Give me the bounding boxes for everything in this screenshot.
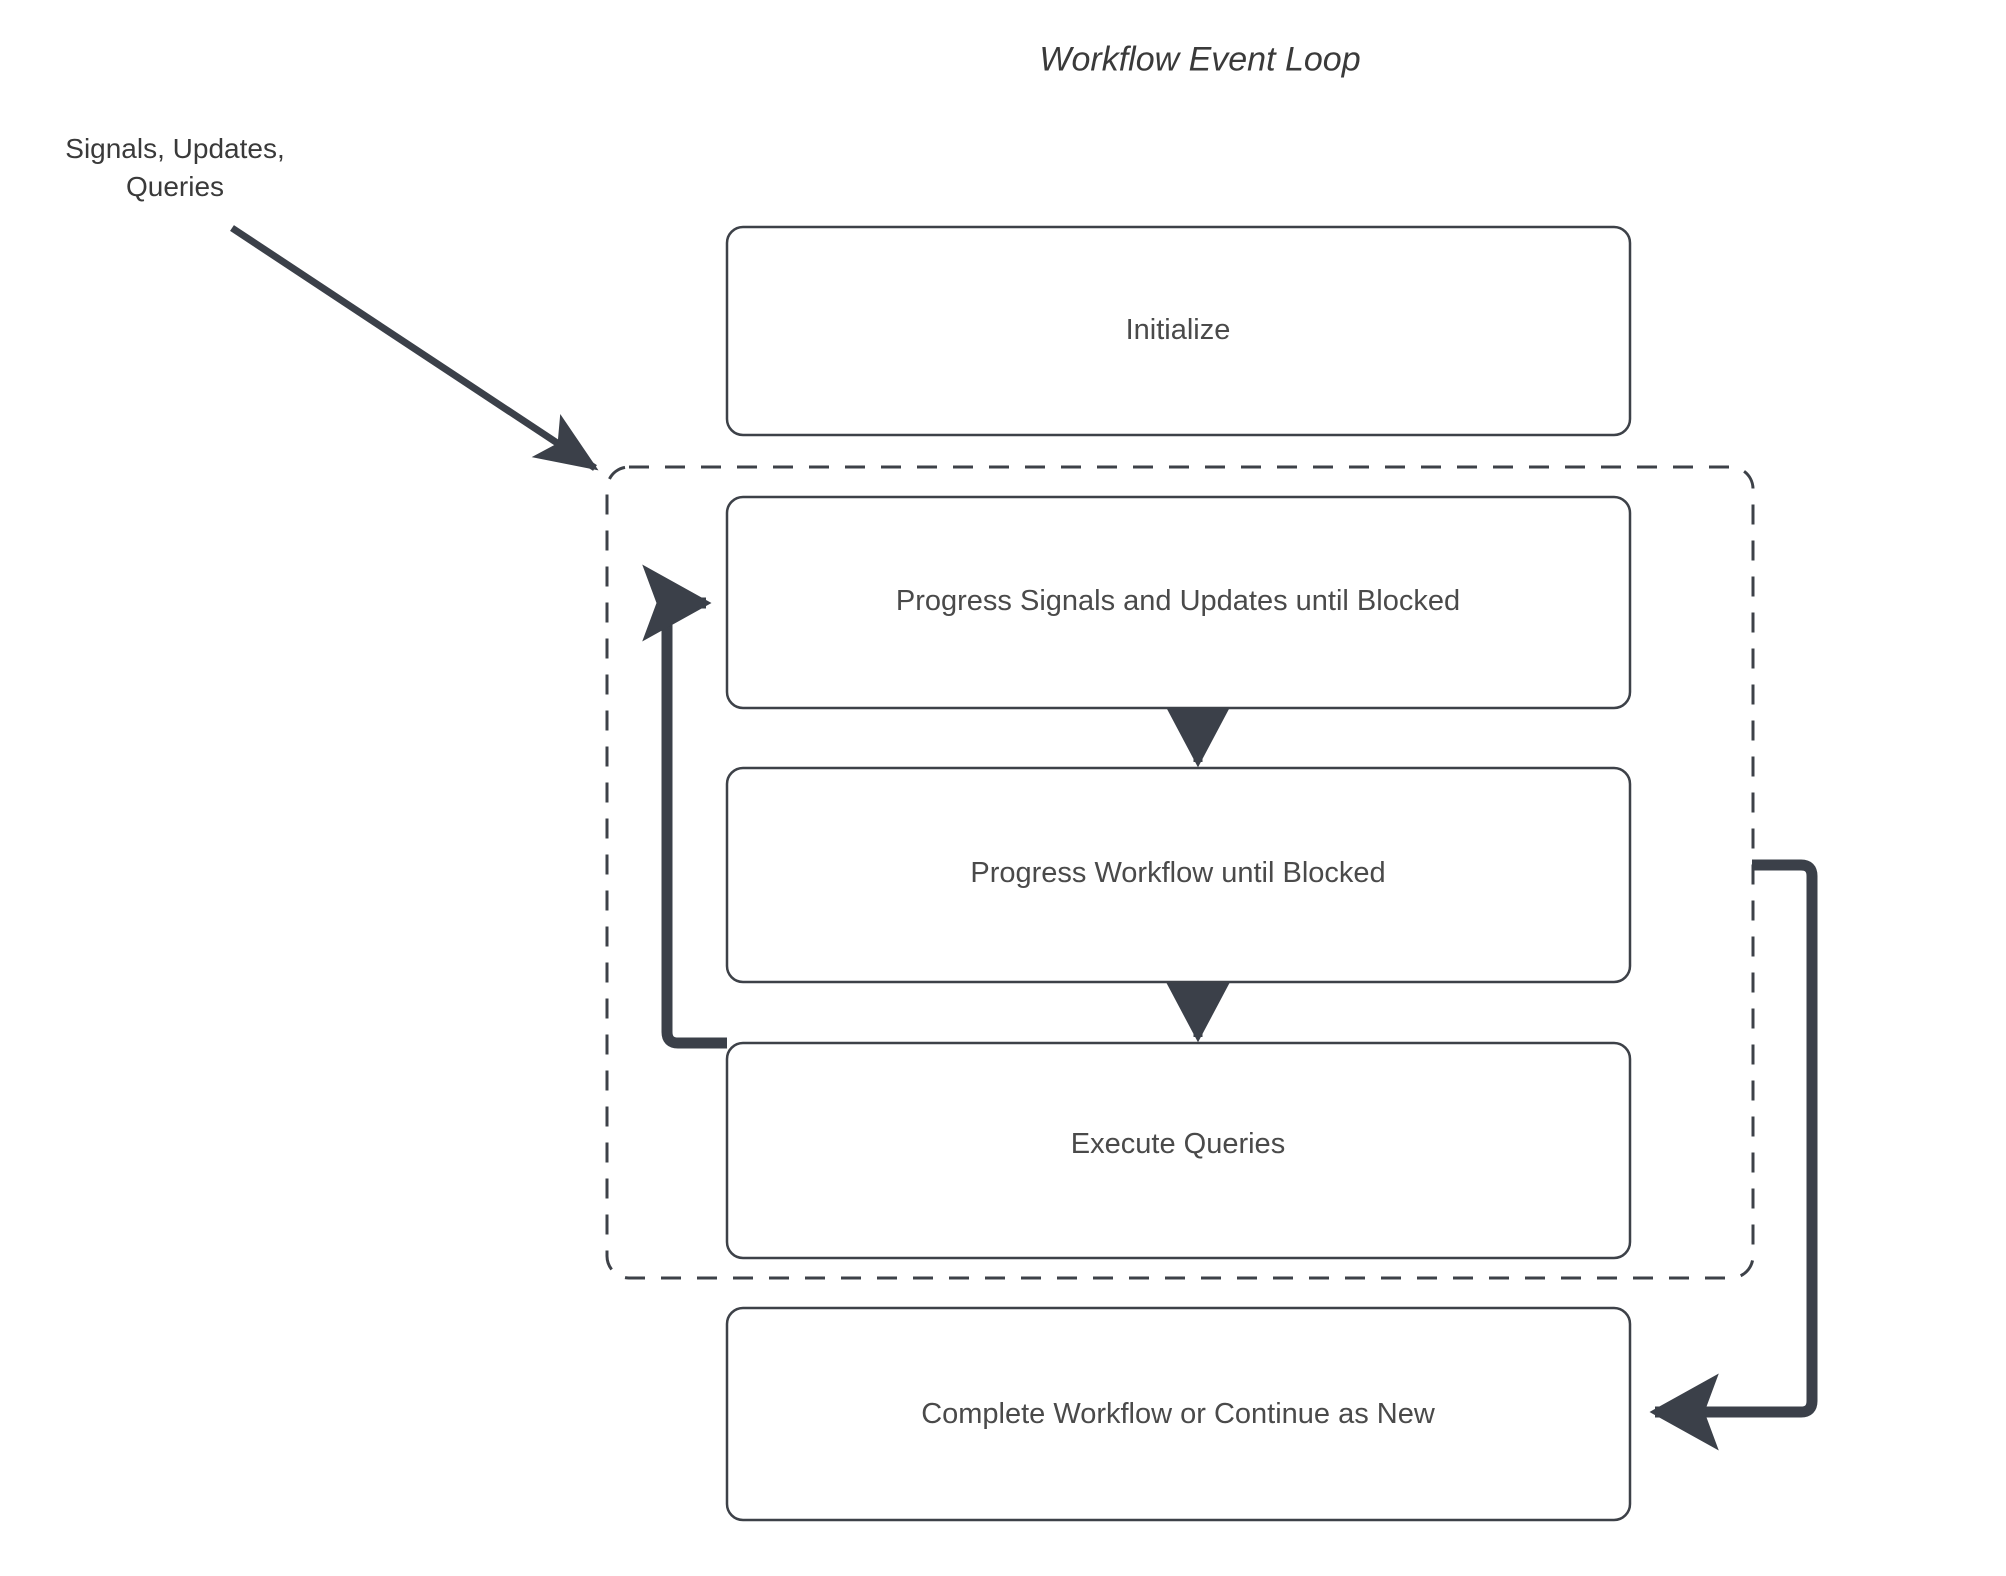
node-box-progress-workflow[interactable]: [725, 766, 1632, 984]
node-box-complete-workflow[interactable]: [725, 1306, 1632, 1522]
node-box-progress-signals[interactable]: [725, 495, 1632, 710]
node-box-execute-queries[interactable]: [725, 1041, 1632, 1260]
edge-execute-queries-to-progress-signals-loopback: [642, 564, 727, 1049]
event-loop-group-boundary: [605, 465, 1755, 1280]
node-box-initialize[interactable]: [725, 225, 1632, 437]
edge-external-input-to-group: [230, 225, 599, 471]
edge-group-to-complete-workflow: [1649, 859, 1818, 1451]
